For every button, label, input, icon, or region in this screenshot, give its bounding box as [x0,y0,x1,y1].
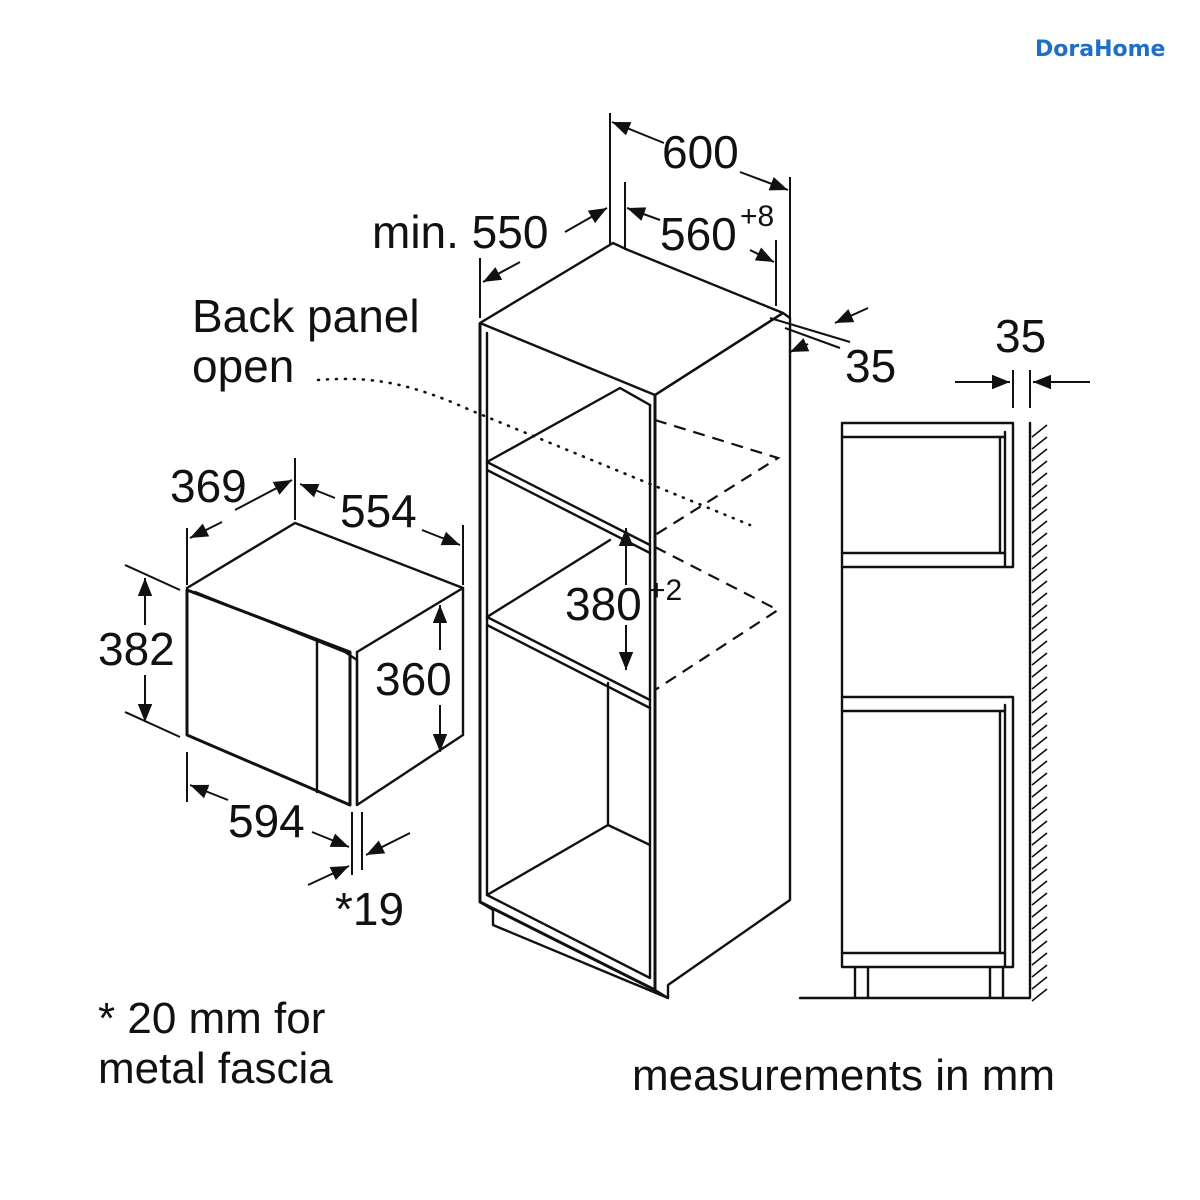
back-gap-label: 35 [845,340,896,392]
hatch-line [1031,736,1048,750]
hatch-line [1031,772,1048,786]
hatch-line [1031,496,1048,510]
hatch-line [1031,556,1048,570]
tall-cabinet [316,241,792,1000]
fascia-thickness-label: *19 [335,883,404,935]
hatch-line [1031,784,1048,798]
hatch-line [1031,472,1048,486]
dimension-oven-depth: 369 [170,458,296,585]
hatch-line [1031,628,1048,642]
dimension-oven-front-width: 594 [186,752,353,875]
hatch-line [1031,520,1048,534]
oven-body-height-label: 360 [375,653,452,705]
hatch-line [1031,688,1048,702]
hatch-wall-icon [1031,424,1048,1002]
hatch-line [1031,952,1048,966]
hatch-line [1031,904,1048,918]
cabinet-depth-label: min. 550 [372,206,548,258]
hatch-line [1031,760,1048,774]
hatch-line [1031,436,1048,450]
hatch-line [1031,652,1048,666]
oven-body-width-label: 554 [340,485,417,537]
hatch-line [1031,748,1048,762]
hatch-line [1031,988,1048,1002]
hatch-line [1031,724,1048,738]
dimension-niche-width: 560 +8 [624,182,777,306]
hatch-line [1031,664,1048,678]
footnote-line2: metal fascia [98,1044,333,1093]
hatch-line [1031,604,1048,618]
oven-depth-label: 369 [170,460,247,512]
hatch-line [1031,532,1048,546]
hatch-line [1031,796,1048,810]
hatch-line [1031,448,1048,462]
hatch-line [1031,460,1048,474]
hatch-line [1031,856,1048,870]
hatch-line [1031,592,1048,606]
units-note: measurements in mm [632,1051,1055,1100]
hatch-line [1031,616,1048,630]
hatch-line [1031,700,1048,714]
dimension-cabinet-width: 600 [609,113,791,318]
dimension-back-gap: 35 [769,307,896,392]
dimension-oven-body-height: 360 [375,605,452,752]
dimension-oven-front-height: 382 [98,564,181,738]
hatch-line [1031,976,1048,990]
hatch-line [1031,868,1048,882]
brand-logo: DoraHome [1035,37,1165,62]
back-panel-label-line1: Back panel [192,290,420,342]
hatch-line [1031,832,1048,846]
hatch-line [1031,892,1048,906]
hatch-line [1031,808,1048,822]
hatch-line [1031,640,1048,654]
side-gap-label: 35 [995,310,1046,362]
hatch-line [1031,676,1048,690]
dimension-oven-body-width: 554 [299,483,464,585]
dimension-fascia-thickness: *19 [307,812,411,935]
hatch-line [1031,844,1048,858]
niche-height-tolerance: +2 [648,574,682,607]
dimension-cabinet-depth: min. 550 [372,206,608,318]
hatch-line [1031,712,1048,726]
niche-height-label: 380 [565,578,642,630]
side-view: 35 [798,310,1090,1002]
microwave-appliance [185,521,465,807]
hatch-line [1031,580,1048,594]
hatch-line [1031,880,1048,894]
hatch-line [1031,424,1048,438]
hatch-line [1031,568,1048,582]
hatch-line [1031,964,1048,978]
niche-width-label: 560 [660,208,737,260]
oven-front-width-label: 594 [228,795,305,847]
hatch-line [1031,820,1048,834]
back-panel-label-line2: open [192,340,294,392]
footnote-line1: * 20 mm for [98,994,325,1043]
hatch-line [1031,508,1048,522]
niche-width-tolerance: +8 [740,200,774,233]
hatch-line [1031,940,1048,954]
oven-front-height-label: 382 [98,623,175,675]
hatch-line [1031,928,1048,942]
cabinet-width-label: 600 [662,126,739,178]
dimension-niche-height: 380 +2 [565,528,682,670]
hatch-line [1031,544,1048,558]
hatch-line [1031,916,1048,930]
hatch-line [1031,484,1048,498]
